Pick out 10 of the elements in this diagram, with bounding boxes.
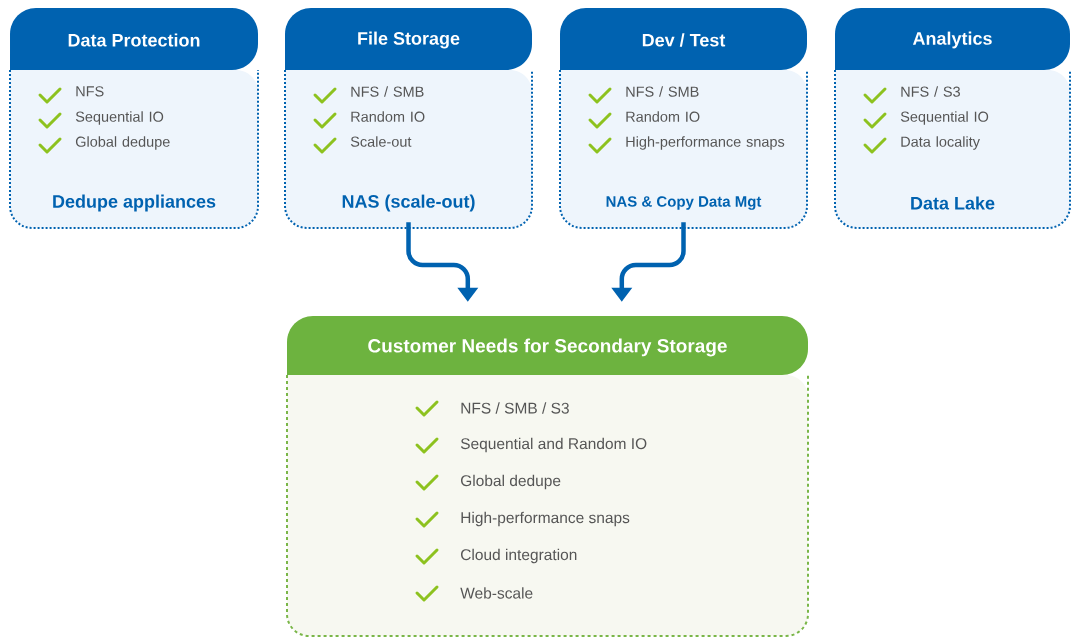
node-label: Dev / Test (642, 33, 726, 47)
node-label: Analytics (912, 31, 992, 49)
summary-card: Customer Needs for Secondary Storage NFS / SMB / S3 Sequential and Random IO Global dedupe High-performance snaps Cloud integration Web-scale (286, 316, 809, 637)
category-card: Dev / Test NFS / SMB Random IO High-performance snaps NAS & Copy Data Mgt (559, 8, 808, 229)
node-label: Data Protection (68, 33, 200, 47)
category-card: Analytics NFS / S3 Sequential IO Data locality Data Lake (834, 8, 1071, 229)
node-label: File Storage (358, 31, 460, 49)
node-label: Customer Needs for Secondary Storage (368, 338, 727, 357)
category-card: File Storage NFS / SMB Random IO Scale-out NAS (scale-out) (284, 8, 533, 229)
category-card: Data Protection NFS Sequential IO Global dedupe Dedupe appliances (9, 8, 259, 229)
